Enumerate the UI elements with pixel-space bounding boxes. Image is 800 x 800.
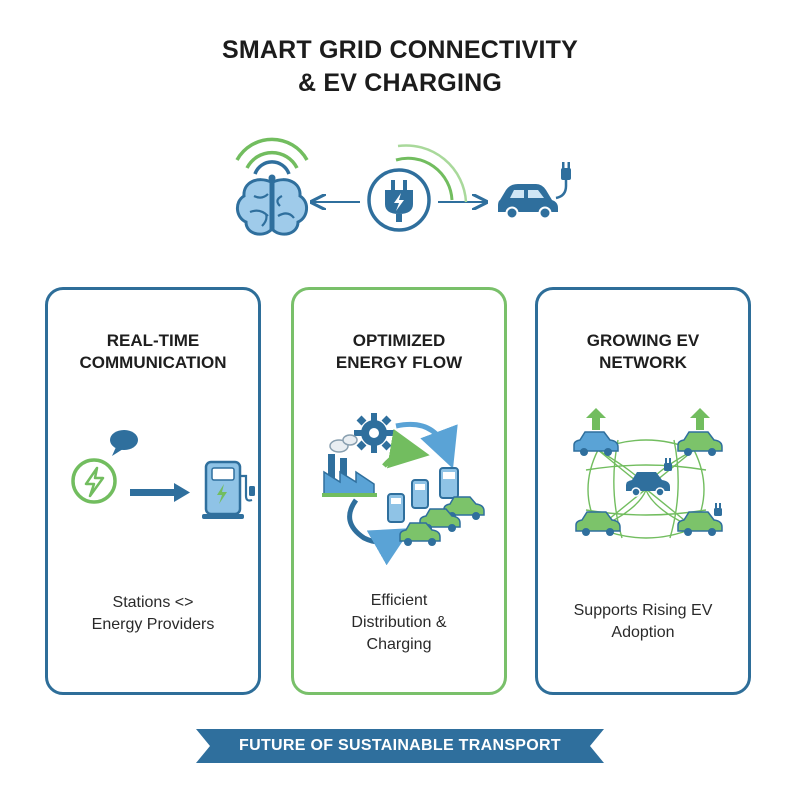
car-icon (573, 431, 723, 536)
energy-flow-illustration (322, 413, 485, 566)
card-description: Stations <> Energy Providers (48, 592, 258, 636)
card-title-line: OPTIMIZED (352, 331, 446, 350)
card-description-line: Charging (366, 636, 432, 653)
card-description-line: Efficient (370, 592, 428, 609)
ev-network-illustration (573, 408, 723, 539)
plug-lightning-icon (367, 144, 468, 232)
card-title-line: COMMUNICATION (79, 353, 227, 372)
brain-wifi-icon (235, 137, 309, 236)
card-description-line: Energy Providers (91, 616, 215, 633)
factory-icon (322, 434, 377, 497)
card-title: GROWING EV NETWORK (538, 330, 748, 374)
card-real-time-communication: REAL-TIME COMMUNICATION Stations <> Ener… (45, 287, 261, 695)
cycle-arrows-icon (395, 421, 458, 469)
card-description-line: Distribution & (351, 614, 447, 631)
card-title: OPTIMIZED ENERGY FLOW (294, 330, 504, 374)
title-line-2: & EV CHARGING (297, 69, 502, 97)
page-title: SMART GRID CONNECTIVITY & EV CHARGING (0, 34, 800, 100)
card-description-line: Supports Rising EV (573, 602, 713, 619)
car-icon (399, 496, 485, 546)
title-line-1: SMART GRID CONNECTIVITY (222, 36, 578, 64)
gear-icon (354, 413, 394, 453)
arrow-right-icon (130, 483, 190, 502)
card-growing-ev-network: GROWING EV NETWORK (535, 287, 751, 695)
footer-banner (196, 729, 604, 763)
chat-bubble-icon (110, 430, 138, 456)
card-title-line: REAL-TIME (106, 331, 200, 350)
lightning-circle-icon (71, 458, 117, 504)
up-arrow-icon (586, 408, 710, 430)
card-description: Efficient Distribution & Charging (294, 590, 504, 656)
card-title: REAL-TIME COMMUNICATION (48, 330, 258, 374)
card-optimized-energy-flow: OPTIMIZED ENERGY FLOW (291, 287, 507, 695)
charging-station-icon (387, 467, 459, 523)
footer-banner-text: FUTURE OF SUSTAINABLE TRANSPORT (239, 737, 561, 754)
ev-car-plug-icon (498, 162, 571, 220)
cycle-arrows-icon (347, 498, 412, 566)
hero-illustration (235, 137, 571, 236)
plug-icon (664, 458, 722, 516)
cycle-arrows-icon (382, 428, 430, 469)
card-title-line: GROWING EV (586, 331, 700, 350)
card-description: Supports Rising EV Adoption (538, 600, 748, 644)
card-description-line: Adoption (611, 624, 675, 641)
card-description-line: Stations <> (112, 594, 194, 611)
communication-illustration (71, 430, 255, 519)
card-title-line: ENERGY FLOW (335, 353, 463, 372)
card-title-line: NETWORK (599, 353, 687, 372)
charging-station-icon (202, 460, 255, 519)
